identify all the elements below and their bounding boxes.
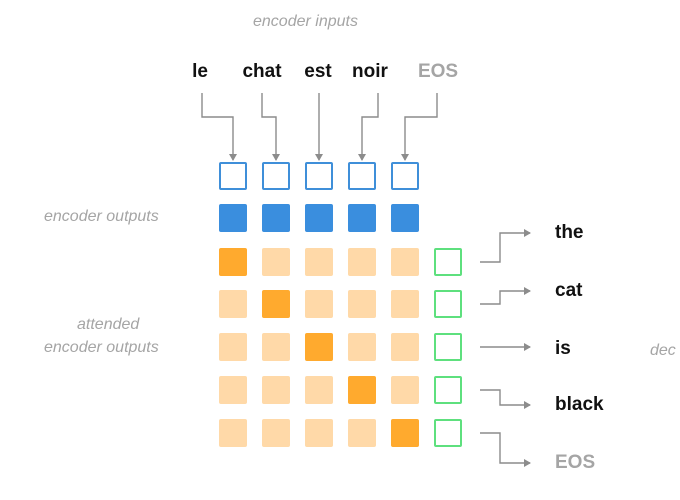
- decoder-box-2: [434, 333, 462, 361]
- attention-cell-4-2: [305, 419, 333, 447]
- attention-cell-4-4: [391, 419, 419, 447]
- input-token-0: le: [192, 61, 208, 82]
- decoder-box-4: [434, 419, 462, 447]
- output-token-0: the: [555, 222, 584, 243]
- output-arrow-1: [480, 287, 531, 305]
- attention-cell-4-3: [348, 419, 376, 447]
- output-token-4: EOS: [555, 452, 596, 473]
- input-arrow-3: [358, 93, 379, 161]
- output-token-1: cat: [555, 280, 583, 301]
- attention-cell-3-3: [348, 376, 376, 404]
- attention-cell-3-0: [219, 376, 247, 404]
- output-arrow-0: [480, 229, 531, 263]
- attention-cell-1-0: [219, 290, 247, 318]
- attention-cell-1-1: [262, 290, 290, 318]
- attention-cell-0-1: [262, 248, 290, 276]
- input-arrow-0: [201, 93, 237, 161]
- attention-cell-0-3: [348, 248, 376, 276]
- output-token-2: is: [555, 338, 571, 359]
- input-token-2: est: [304, 61, 332, 82]
- attention-cell-0-0: [219, 248, 247, 276]
- attention-cell-3-1: [262, 376, 290, 404]
- input-token-3: noir: [352, 61, 388, 82]
- encoder-input-box-1: [262, 162, 290, 190]
- encoder-input-box-3: [348, 162, 376, 190]
- encoder-output-box-0: [219, 204, 247, 232]
- attention-cell-2-4: [391, 333, 419, 361]
- attention-cell-2-1: [262, 333, 290, 361]
- attention-cell-2-0: [219, 333, 247, 361]
- attended-label-line2: encoder outputs: [44, 339, 159, 356]
- attention-cell-3-2: [305, 376, 333, 404]
- encoder-inputs-label: encoder inputs: [253, 13, 358, 30]
- decoder-box-0: [434, 248, 462, 276]
- output-arrow-3: [480, 389, 531, 409]
- attention-cell-4-1: [262, 419, 290, 447]
- attention-cell-0-4: [391, 248, 419, 276]
- encoder-output-box-4: [391, 204, 419, 232]
- output-arrow-4: [480, 432, 531, 467]
- encoder-output-box-2: [305, 204, 333, 232]
- decoder-outputs-label-partial: dec: [650, 342, 676, 359]
- attention-cell-0-2: [305, 248, 333, 276]
- encoder-outputs-label: encoder outputs: [44, 208, 159, 225]
- attention-cell-1-3: [348, 290, 376, 318]
- input-arrow-1: [261, 93, 280, 161]
- encoder-input-box-2: [305, 162, 333, 190]
- attention-cell-1-2: [305, 290, 333, 318]
- encoder-input-box-0: [219, 162, 247, 190]
- input-token-1: chat: [242, 61, 282, 82]
- attention-cell-4-0: [219, 419, 247, 447]
- attention-cell-2-3: [348, 333, 376, 361]
- decoder-box-1: [434, 290, 462, 318]
- encoder-input-box-4: [391, 162, 419, 190]
- encoder-output-box-3: [348, 204, 376, 232]
- decoder-box-3: [434, 376, 462, 404]
- attention-cell-1-4: [391, 290, 419, 318]
- output-token-3: black: [555, 394, 604, 415]
- attention-cell-2-2: [305, 333, 333, 361]
- encoder-output-box-1: [262, 204, 290, 232]
- attended-label-line1: attended: [77, 316, 140, 333]
- input-token-4: EOS: [417, 61, 459, 82]
- input-arrow-4: [401, 93, 438, 161]
- attention-cell-3-4: [391, 376, 419, 404]
